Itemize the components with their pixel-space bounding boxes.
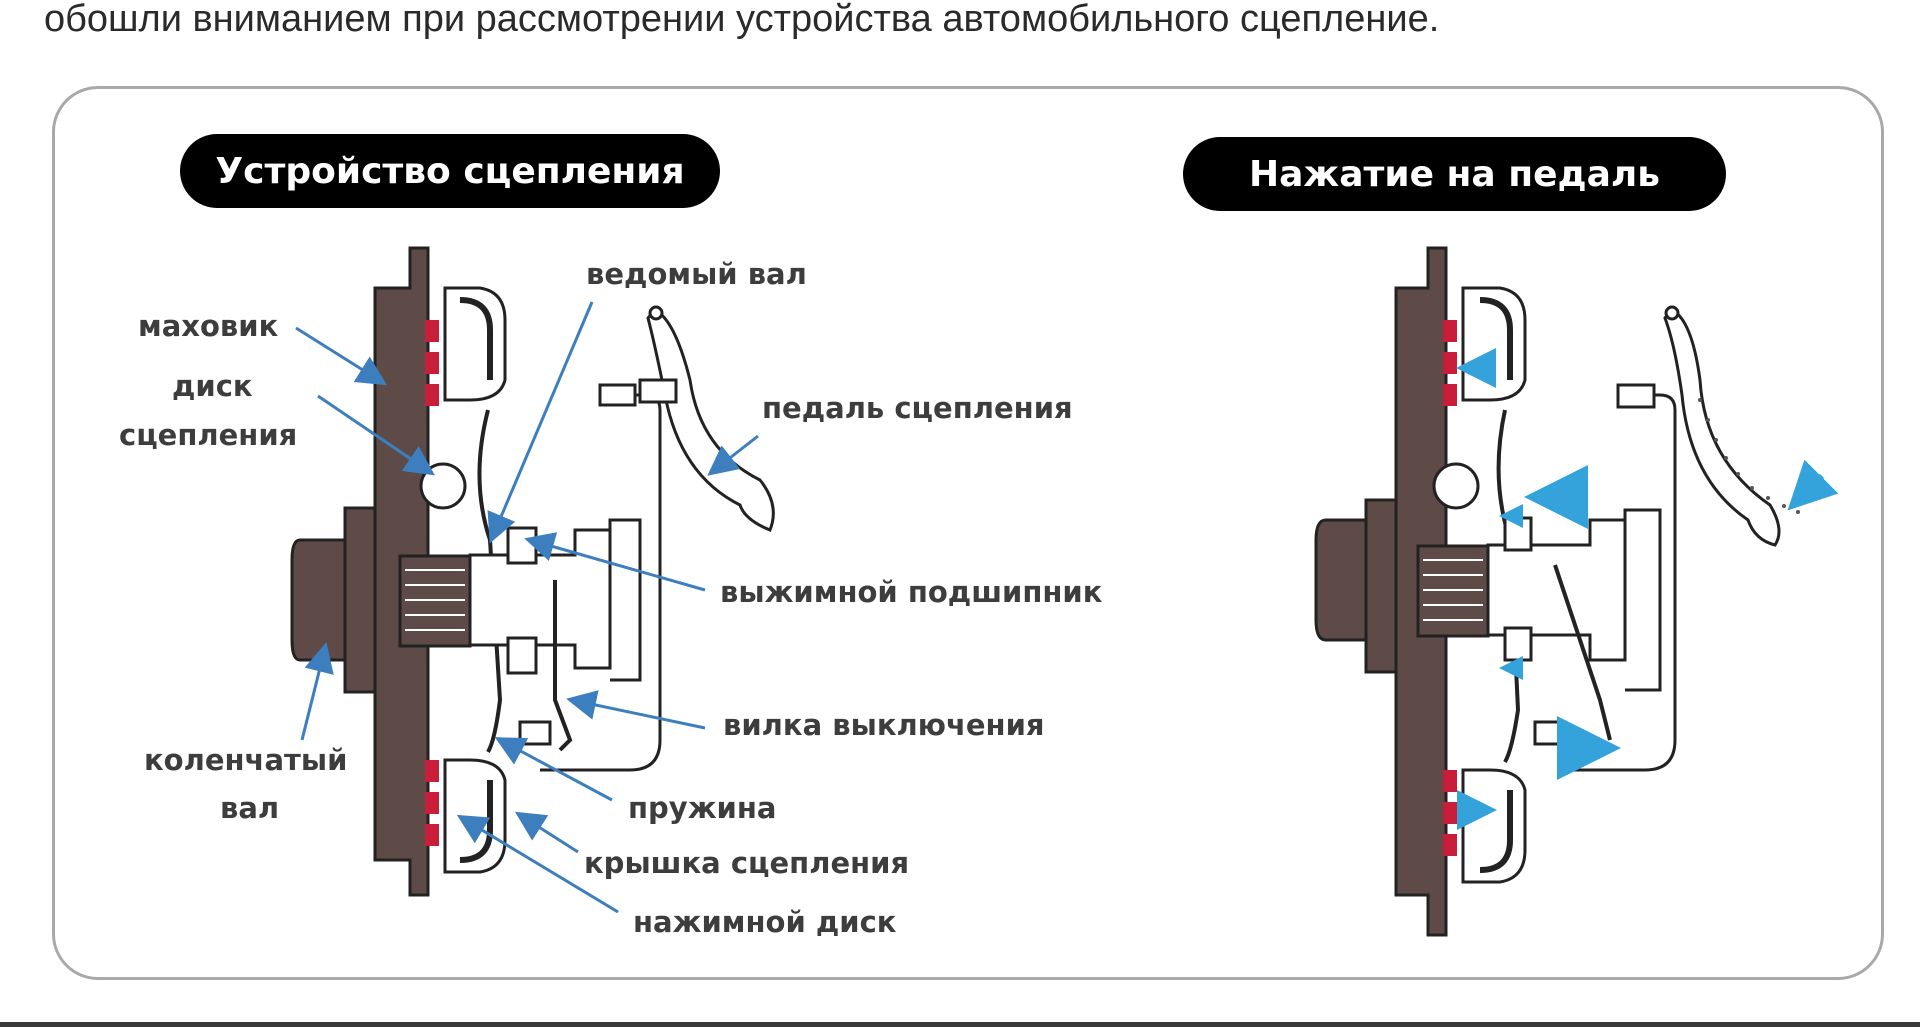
clutch-pedal-right [1663,308,1781,547]
arrow-pressure-plate [456,814,619,914]
label-crankshaft-2: вал [220,791,280,825]
bottom-divider [0,1022,1920,1027]
friction-pads-top [425,320,439,406]
friction-pads-bottom [425,760,439,846]
label-driven-shaft: ведомый вал [586,257,807,291]
intro-paragraph: обошли вниманием при рассмотрении устрой… [44,0,1440,40]
label-clutch-cover: крышка сцепления [584,846,910,880]
crankshaft-right [1314,518,1374,642]
label-clutch-disc-2: сцепления [119,418,298,452]
crankshaft [290,538,354,662]
release-fork [553,580,573,752]
label-clutch-pedal: педаль сцепления [762,391,1073,425]
arrow-crankshaft [300,642,334,741]
arrow-driven-shaft [487,301,594,544]
arrow-release-fork [566,690,706,730]
arrow-spring [494,737,613,802]
label-pressure-plate: нажимной диск [633,905,897,939]
motion-arrow-pedal [1787,459,1839,511]
label-release-fork: вилка выключения [723,708,1045,742]
right-panel-title: Нажатие на педаль [1183,137,1726,211]
driven-shaft [468,528,612,670]
arrow-clutch-pedal [707,434,759,476]
label-spring: пружина [628,791,777,825]
pedal-motion-dots [1698,398,1800,514]
crankshaft-flange [343,506,377,694]
label-release-bearing: выжимной подшипник [720,575,1103,609]
label-clutch-disc-1: диск [172,369,253,403]
label-crankshaft-1: коленчатый [144,743,348,777]
arrow-clutch-cover [514,811,579,854]
arrow-clutch-disc [317,394,435,476]
label-flywheel: маховик [138,309,279,343]
left-panel-title: Устройство сцепления [180,134,720,208]
arrow-flywheel [295,326,388,386]
arrow-release-bearing [524,532,706,592]
